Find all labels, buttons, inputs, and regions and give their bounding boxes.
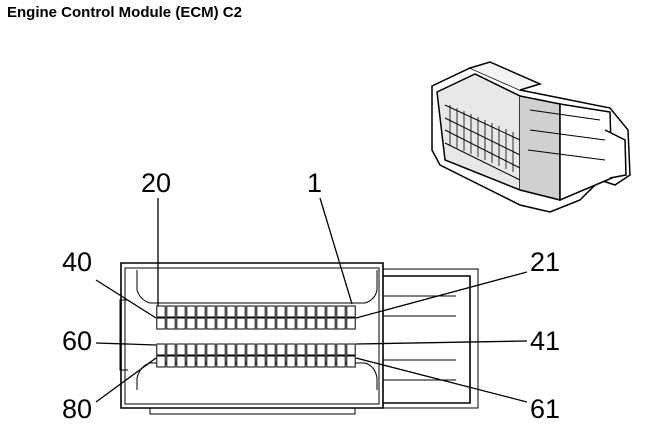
pin-cavity [266, 355, 276, 368]
connector-3d-icon [431, 61, 631, 213]
pin-cavity [346, 317, 356, 330]
pin-cavity [166, 355, 176, 368]
pin-cavity [276, 343, 286, 356]
pin-cavity [266, 343, 276, 356]
pin-cavity [216, 343, 226, 356]
pin-cavity [236, 317, 246, 330]
pin-cavity [176, 343, 186, 356]
pin-cavity [256, 305, 266, 318]
pin-cavity [306, 343, 316, 356]
pin-cavity [316, 305, 326, 318]
pin-cavity [186, 305, 196, 318]
pin-cavity [226, 317, 236, 330]
pin-cavity [226, 355, 236, 368]
pin-cavity [346, 305, 356, 318]
pin-label-60: 60 [62, 326, 92, 356]
pin-cavity [266, 305, 276, 318]
pin-cavity [246, 343, 256, 356]
pin-cavity [306, 355, 316, 368]
pin-cavity [316, 317, 326, 330]
pin-grid [156, 305, 356, 368]
pin-cavity [246, 355, 256, 368]
pin-cavity [236, 305, 246, 318]
pin-cavity [166, 317, 176, 330]
pin-cavity [306, 305, 316, 318]
pin-cavity [256, 343, 266, 356]
pin-cavity [206, 317, 216, 330]
pin-cavity [186, 343, 196, 356]
pin-cavity [336, 355, 346, 368]
pin-cavity [246, 305, 256, 318]
diagram-title: Engine Control Module (ECM) C2 [7, 4, 242, 21]
pin-cavity [206, 355, 216, 368]
pin-cavity [256, 355, 266, 368]
pin-label-41: 41 [530, 326, 560, 356]
pin-cavity [156, 305, 166, 318]
pin-cavity [176, 317, 186, 330]
pin-cavity [346, 355, 356, 368]
pin-cavity [316, 343, 326, 356]
pin-cavity [276, 317, 286, 330]
pin-label-20: 20 [141, 168, 171, 198]
pin-cavity [156, 317, 166, 330]
pin-cavity [306, 317, 316, 330]
pin-cavity [196, 317, 206, 330]
pin-cavity [216, 355, 226, 368]
pin-cavity [236, 343, 246, 356]
pin-cavity [266, 317, 276, 330]
pin-cavity [296, 317, 306, 330]
pin-cavity [276, 305, 286, 318]
pin-label-40: 40 [62, 247, 92, 277]
pin-cavity [286, 355, 296, 368]
pin-cavity [236, 355, 246, 368]
pin-cavity [336, 305, 346, 318]
pin-cavity [166, 343, 176, 356]
pin-cavity [326, 305, 336, 318]
pin-cavity [226, 343, 236, 356]
pin-cavity [226, 305, 236, 318]
pin-cavity [286, 305, 296, 318]
pin-cavity [186, 355, 196, 368]
pin-cavity [196, 305, 206, 318]
pin-cavity [316, 355, 326, 368]
pin-cavity [326, 317, 336, 330]
pin-cavity [286, 343, 296, 356]
pin-cavity [246, 317, 256, 330]
pin-label-21: 21 [530, 247, 560, 277]
pin-cavity [156, 355, 166, 368]
pin-cavity [186, 317, 196, 330]
pin-label-1: 1 [307, 168, 322, 198]
pin-cavity [166, 305, 176, 318]
pin-cavity [296, 343, 306, 356]
connector-face-outline [119, 262, 479, 415]
pin-cavity [176, 305, 186, 318]
pin-label-61: 61 [530, 394, 560, 424]
pin-cavity [326, 343, 336, 356]
pin-cavity [336, 343, 346, 356]
pin-cavity [296, 305, 306, 318]
pin-cavity [286, 317, 296, 330]
pin-label-80: 80 [62, 394, 92, 424]
pin-cavity [256, 317, 266, 330]
pin-cavity [346, 343, 356, 356]
pin-cavity [206, 343, 216, 356]
pin-cavity [216, 317, 226, 330]
pin-cavity [216, 305, 226, 318]
pin-cavity [176, 355, 186, 368]
pin-cavity [196, 355, 206, 368]
pin-cavity [206, 305, 216, 318]
leader-lines [95, 197, 528, 403]
pin-cavity [296, 355, 306, 368]
pin-cavity [336, 317, 346, 330]
pin-cavity [156, 343, 166, 356]
pin-cavity [326, 355, 336, 368]
pin-cavity [196, 343, 206, 356]
pin-cavity [276, 355, 286, 368]
